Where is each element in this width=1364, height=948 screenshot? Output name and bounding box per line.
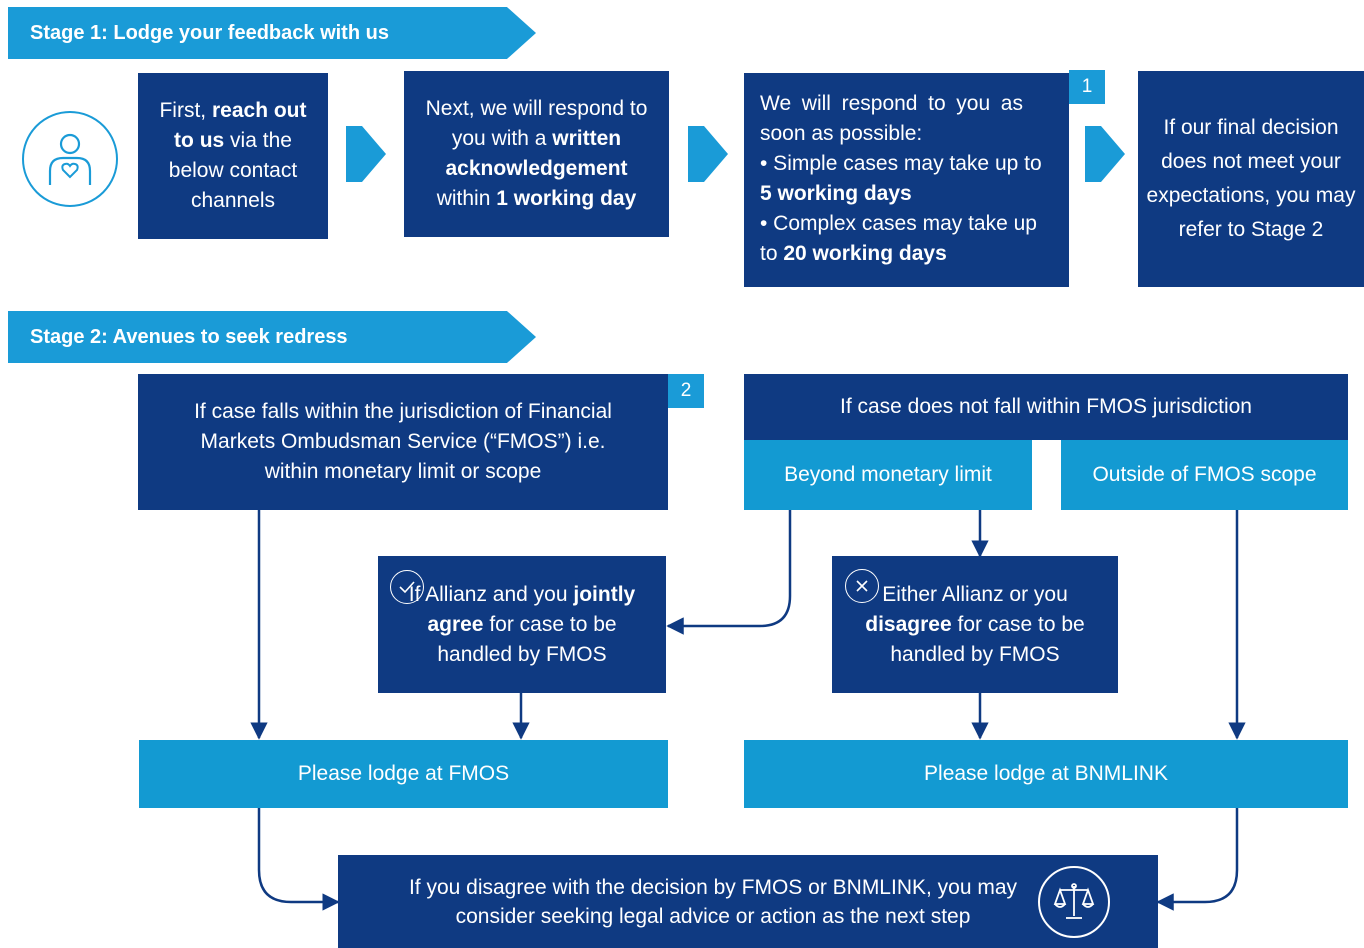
- step3-item-simple: • Simple cases may take up to 5 working …: [760, 149, 1053, 209]
- step3-item2-text: • Complex cases may take up to: [760, 212, 1037, 265]
- footnote-badge-2: 2: [668, 374, 704, 408]
- stage1-step1-box: First, reach out to us via the below con…: [138, 73, 328, 239]
- final-step-box: If you disagree with the decision by FMO…: [338, 855, 1158, 948]
- stage1-step4-box: If our final decision does not meet your…: [1138, 71, 1364, 287]
- within-text: If case falls within the jurisdiction of…: [194, 400, 612, 483]
- step3-intro: We will respond to you as soon as possib…: [760, 92, 1023, 145]
- scales-icon: [1038, 866, 1110, 938]
- step4-text: If our final decision does not meet your…: [1146, 116, 1356, 241]
- jointly-agree-box: If Allianz and you jointly agree for cas…: [378, 556, 666, 693]
- outside-text: Outside of FMOS scope: [1092, 463, 1317, 486]
- line-fmos-to-final: [257, 808, 340, 911]
- step1-text-a: First,: [159, 99, 212, 122]
- not-within-text: If case does not fall within FMOS jurisd…: [839, 395, 1252, 418]
- disagree-text-bold: disagree: [865, 612, 952, 636]
- disagree-box: Either Allianz or you disagree for case …: [832, 556, 1118, 693]
- step2-text-b: within: [436, 187, 497, 210]
- step2-text-bold-a: written acknowledgement: [445, 127, 628, 180]
- stage1-step2-box: Next, we will respond to you with a writ…: [404, 71, 669, 237]
- lodge-at-fmos-box: Please lodge at FMOS: [139, 740, 668, 808]
- final-text: If you disagree with the decision by FMO…: [408, 875, 1018, 928]
- line-beyond-to-agree: [666, 510, 792, 635]
- step3-item1-bold: 5 working days: [760, 182, 912, 205]
- stage1-title: Stage 1: Lodge your feedback with us: [30, 21, 389, 44]
- stage2-title: Stage 2: Avenues to seek redress: [30, 325, 348, 348]
- disagree-text-b: for case to be handled by FMOS: [890, 612, 1085, 666]
- beyond-monetary-limit-box: Beyond monetary limit: [744, 440, 1032, 510]
- outside-scope-box: Outside of FMOS scope: [1061, 440, 1348, 510]
- beyond-text: Beyond monetary limit: [784, 463, 992, 486]
- agree-text-a: If Allianz and you: [408, 582, 574, 606]
- step3-item1-text: • Simple cases may take up to: [760, 152, 1042, 175]
- step3-item2-bold: 20 working days: [783, 242, 947, 265]
- within-jurisdiction-box: If case falls within the jurisdiction of…: [138, 374, 668, 510]
- stage1-step3-box: We will respond to you as soon as possib…: [744, 73, 1069, 287]
- agree-text-b: for case to be handled by FMOS: [437, 612, 617, 666]
- lodge-at-bnmlink-box: Please lodge at BNMLINK: [744, 740, 1348, 808]
- not-within-jurisdiction-box: If case does not fall within FMOS jurisd…: [744, 374, 1348, 440]
- person-heart-icon: [22, 111, 118, 207]
- line-bnm-to-final: [1156, 808, 1239, 911]
- stage1-banner: Stage 1: Lodge your feedback with us: [8, 7, 536, 59]
- checkmark-circle-icon: [390, 570, 424, 604]
- step1-text-b: via the below contact channels: [168, 129, 298, 212]
- agree-text-bold: jointly agree: [427, 582, 636, 636]
- step1-text-bold: reach out to us: [174, 99, 307, 152]
- step3-item-complex: • Complex cases may take up to 20 workin…: [760, 209, 1053, 269]
- lodge-bnm-text: Please lodge at BNMLINK: [924, 762, 1168, 785]
- lodge-fmos-text: Please lodge at FMOS: [297, 762, 510, 785]
- footnote-badge-1: 1: [1069, 70, 1105, 104]
- step2-text-bold-b: 1 working day: [496, 187, 637, 210]
- disagree-text-a: Either Allianz or you: [882, 582, 1068, 606]
- step2-text-a: Next, we will respond to you with a: [425, 97, 648, 150]
- cross-circle-icon: [845, 569, 879, 603]
- stage2-banner: Stage 2: Avenues to seek redress: [8, 311, 536, 363]
